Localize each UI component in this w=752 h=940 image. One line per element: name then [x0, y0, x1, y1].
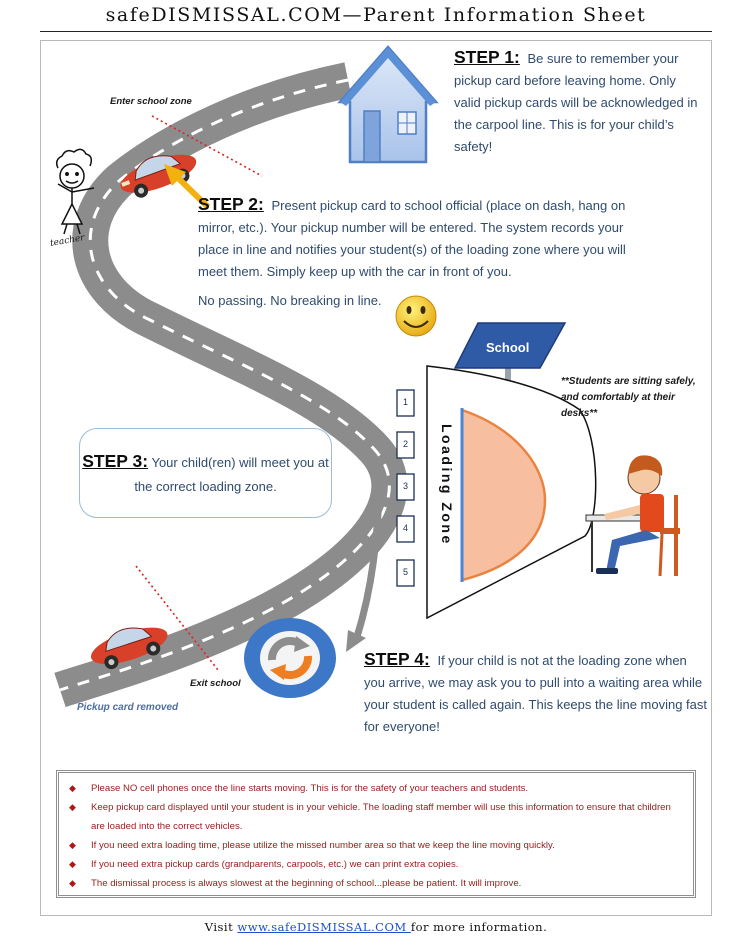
zone-boxes — [396, 389, 415, 587]
step-2: STEP 2: Present pickup card to school of… — [198, 193, 646, 283]
step-1-text: Be sure to remember your pickup card bef… — [454, 51, 698, 154]
arrow-icon — [164, 164, 211, 210]
bullet-diamond-icon: ◆ — [69, 783, 76, 793]
note-item: ◆If you need extra pickup cards (grandpa… — [69, 855, 687, 874]
teacher-icon — [55, 148, 95, 235]
zone-number-1: 1 — [402, 397, 408, 407]
smiley-icon — [395, 295, 437, 337]
zone-box-3 — [396, 473, 415, 501]
note-item: ◆The dismissal process is always slowest… — [69, 874, 687, 893]
step-1: STEP 1: Be sure to remember your pickup … — [454, 46, 702, 158]
step-2-note: No passing. No breaking in line. — [198, 293, 382, 308]
loading-zone-label: Loading Zone — [439, 424, 455, 546]
exit-school-label: Exit school — [190, 678, 241, 689]
step-2-heading: STEP 2: — [198, 194, 264, 214]
zone-number-2: 2 — [402, 439, 408, 449]
step-2-text: Present pickup card to school official (… — [198, 198, 626, 279]
step-3-text: Your child(ren) will meet you at the cor… — [134, 455, 329, 494]
title-rule — [40, 31, 712, 32]
zone-box-4 — [396, 515, 415, 543]
bullet-diamond-icon: ◆ — [69, 878, 76, 888]
road — [54, 62, 408, 708]
website-link[interactable]: www.safeDISMISSAL.COM — [237, 920, 411, 934]
house-icon — [337, 45, 439, 164]
recycle-icon — [244, 618, 336, 698]
zone-number-5: 5 — [402, 567, 408, 577]
exit-zone-line — [135, 565, 219, 671]
car-icon-exit — [90, 627, 168, 670]
students-note: **Students are sitting safely, and comfo… — [561, 376, 696, 419]
step-4-heading: STEP 4: — [364, 649, 430, 669]
bullet-diamond-icon: ◆ — [69, 802, 76, 812]
note-item: ◆If you need extra loading time, please … — [69, 836, 687, 855]
zone-box-1 — [396, 389, 415, 417]
loading-zone-shape — [426, 365, 597, 620]
zone-number-4: 4 — [402, 523, 408, 533]
step-3-box: STEP 3: Your child(ren) will meet you at… — [79, 428, 332, 518]
step-4: STEP 4: If your child is not at the load… — [364, 648, 708, 738]
notes-list: ◆Please NO cell phones once the line sta… — [69, 779, 687, 893]
student-at-desk-icon — [585, 455, 680, 577]
footer-suffix: for more information. — [410, 920, 548, 934]
enter-zone-label: Enter school zone — [110, 96, 192, 107]
page-title: safeDISMISSAL.COM—Parent Information She… — [105, 4, 647, 26]
note-item: ◆Keep pickup card displayed until your s… — [69, 798, 687, 836]
pickup-removed-label: Pickup card removed — [77, 702, 179, 713]
road-to-exit-arrow — [346, 469, 384, 652]
step-3-heading: STEP 3: — [82, 451, 149, 471]
zone-number-3: 3 — [402, 481, 408, 491]
step-1-heading: STEP 1: — [454, 47, 520, 67]
car-icon — [120, 154, 197, 198]
page-frame — [40, 40, 712, 916]
bullet-diamond-icon: ◆ — [69, 859, 76, 869]
enter-zone-line — [151, 115, 263, 177]
footer-prefix: Visit — [204, 920, 238, 934]
zone-box-2 — [396, 431, 415, 459]
notes-box: ◆Please NO cell phones once the line sta… — [56, 770, 696, 898]
note-item: ◆Please NO cell phones once the line sta… — [69, 779, 687, 798]
school-label: School — [486, 340, 530, 355]
bullet-diamond-icon: ◆ — [69, 840, 76, 850]
step-4-text: If your child is not at the loading zone… — [364, 653, 708, 734]
footer: Visit www.safeDISMISSAL.COM for more inf… — [0, 920, 752, 934]
zone-box-5 — [396, 559, 415, 587]
